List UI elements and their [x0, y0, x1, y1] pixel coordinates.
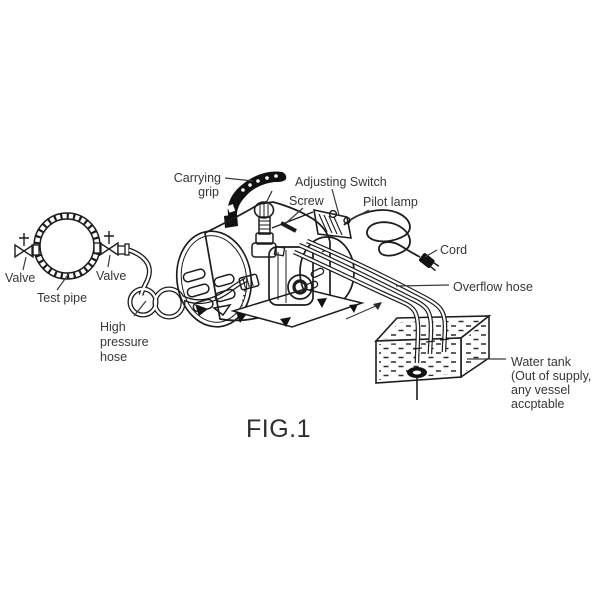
screw-assembly [251, 190, 286, 258]
hose-collar [124, 243, 130, 256]
carrying-grip-handle [224, 171, 287, 228]
pump-head [268, 246, 314, 306]
adjusting-switch-knob [328, 209, 338, 219]
labels: Carrying grip Adjusting Switch Screw Pil… [5, 171, 591, 411]
valve-left [14, 233, 34, 259]
leader-lines [22, 177, 506, 360]
test-pipe-ring-inner [39, 218, 95, 274]
label-water-tank-line4: accptable [511, 397, 565, 411]
ring-stub-left [31, 244, 40, 256]
bracket-arm [280, 221, 297, 233]
label-screw: Screw [289, 194, 325, 208]
panel-bracket [271, 211, 314, 229]
test-pipe-assembly [14, 212, 130, 280]
label-valve-right: Valve [96, 269, 126, 283]
pump-base [230, 288, 365, 328]
label-pilot-lamp: Pilot lamp [363, 195, 418, 209]
vent-slots [182, 268, 236, 317]
label-test-pipe: Test pipe [37, 291, 87, 305]
label-carrying-grip-line1: Carrying [174, 171, 221, 185]
label-hp-hose-line1: High [100, 320, 126, 334]
figure-caption: FIG.1 [246, 415, 311, 443]
label-hp-hose-line3: hose [100, 350, 127, 364]
label-carrying-grip-line2: grip [198, 185, 219, 199]
valve-right [99, 231, 119, 257]
water-side [464, 320, 486, 373]
control-panel [313, 208, 352, 239]
label-water-tank-line2: (Out of supply, [511, 369, 591, 383]
label-hp-hose-line2: pressure [100, 335, 149, 349]
pump-face [175, 230, 253, 328]
test-pipe-ring-hatch [34, 213, 100, 279]
tank-pointer [345, 302, 382, 320]
label-adjusting-switch: Adjusting Switch [295, 175, 387, 189]
overflow-hoses [293, 238, 450, 400]
inlet-fitting [238, 273, 260, 291]
label-water-tank-line1: Water tank [511, 355, 572, 369]
label-water-tank-line3: any vessel [511, 383, 570, 397]
power-cord [343, 209, 440, 272]
label-cord: Cord [440, 243, 467, 257]
power-plug [419, 253, 440, 272]
label-overflow-hose: Overflow hose [453, 280, 533, 294]
suction-strainer [407, 367, 427, 400]
ring-stub-right [93, 242, 102, 254]
label-valve-left: Valve [5, 271, 35, 285]
pump-flange [287, 274, 313, 300]
